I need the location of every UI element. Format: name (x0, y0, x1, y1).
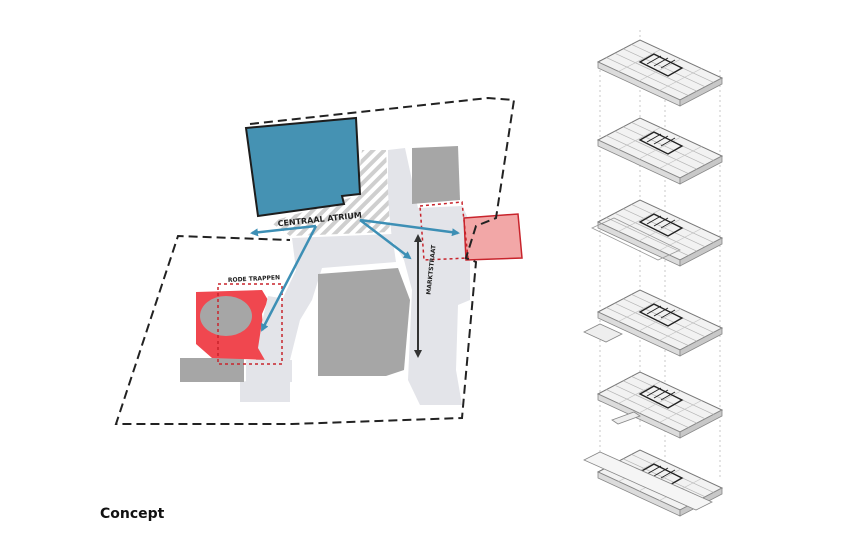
circulation-arrows (250, 218, 460, 332)
floor-plate (591, 199, 724, 267)
atrium-hatch (270, 150, 390, 236)
red-stairs (196, 283, 283, 365)
floor-plate (583, 449, 724, 517)
site-plan: CENTRAAL ATRIUM RODE TRAPPEN MARKTSTRAAT (114, 96, 523, 425)
stairs-label: RODE TRAPPEN (228, 274, 280, 284)
floor-plate (583, 289, 724, 357)
existing-buildings (180, 146, 460, 382)
atrium-building (244, 116, 362, 218)
site-boundary (114, 96, 516, 425)
caption: Concept (100, 506, 165, 522)
floor-plate (596, 371, 724, 439)
axonometric-stack (583, 30, 724, 517)
west-building (180, 358, 244, 382)
north-building (412, 146, 460, 204)
floor-plate (596, 117, 724, 185)
floor-plate (596, 39, 724, 107)
guide-lines (599, 30, 721, 510)
central-building (318, 268, 410, 376)
